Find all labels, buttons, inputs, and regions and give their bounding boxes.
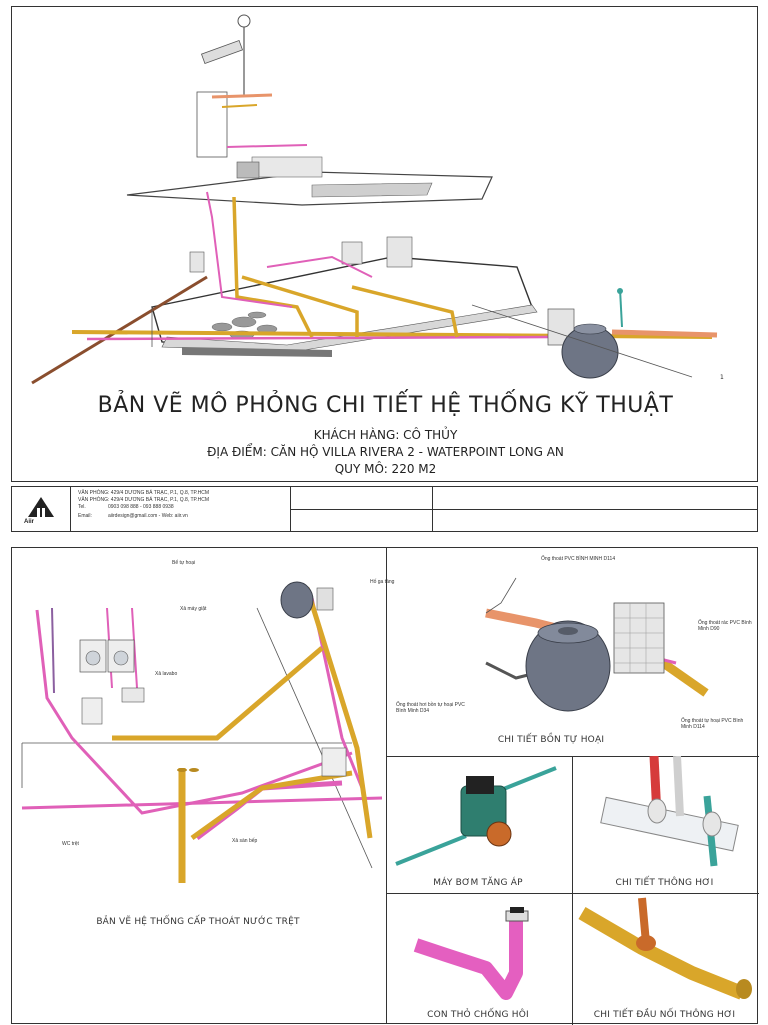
septic-tank-drawing: [485, 577, 709, 712]
cover-scale: QUY MÔ: 220 M2: [334, 462, 437, 476]
vent-drawing: [600, 756, 739, 867]
label-tank: Bể tự hoại: [172, 560, 196, 566]
office-line-2: VĂN PHÒNG: 429/4 DƯƠNG BÁ TRẠC, P.1, Q.8…: [78, 497, 210, 503]
label-wc: WC trệt: [62, 841, 79, 847]
tel-label: Tel.: [78, 504, 86, 510]
detail-sheet: Bể tự hoại Hố ga tầng Xả máy giặt Xả lav…: [11, 547, 759, 1025]
email-label: Email:: [78, 513, 92, 519]
label-floor-drain: Xả sàn bếp: [232, 838, 258, 844]
pump-panel: MÁY BƠM TĂNG ÁP: [386, 756, 573, 894]
pump-caption: MÁY BƠM TĂNG ÁP: [433, 878, 523, 888]
main-panel: Bể tự hoại Hố ga tầng Xả máy giặt Xả lav…: [12, 548, 394, 1023]
main-panel-caption: BẢN VẼ HỆ THỐNG CẤP THOÁT NƯỚC TRỆT: [96, 917, 300, 927]
septic-caption: CHI TIẾT BỒN TỰ HOẠI: [497, 735, 605, 745]
logo-area: Aiir: [12, 487, 71, 531]
company-info: VĂN PHÒNG: 429/4 DƯƠNG BÁ TRẠC, P.1, Q.8…: [70, 487, 291, 531]
vent-joint-drawing: [578, 897, 752, 1000]
trap-drawing: [413, 907, 529, 1000]
vent-panel: CHI TIẾT THÔNG HƠI: [572, 756, 759, 894]
cover-client: KHÁCH HÀNG: CÔ THỦY: [313, 428, 458, 442]
cover-corner-mark: 1: [720, 374, 724, 381]
septic-detail-panel: Ống thoát PVC BÌNH MINH D114 Ống thoát r…: [386, 548, 759, 757]
email-value: aiirdesign@gmail.com - Web: aiir.vn: [108, 513, 188, 519]
logo-text: Aiir: [24, 519, 35, 525]
system-3d-drawing: [31, 14, 718, 385]
vent-joint-panel: CHI TIẾT ĐẦU NỐI THÔNG HƠI: [572, 893, 759, 1025]
cover-sheet: 1 BẢN VẼ MÔ PHỎNG CHI TIẾT HỆ THỐNG KỸ T…: [11, 6, 758, 482]
logo-icon: [28, 497, 54, 517]
label-sink: Xả lavabo: [155, 671, 178, 677]
cover-title: BẢN VẼ MÔ PHỎNG CHI TIẾT HỆ THỐNG KỸ THU…: [97, 393, 674, 418]
title-block: Aiir VĂN PHÒNG: 429/4 DƯƠNG BÁ TRẠC, P.1…: [11, 486, 758, 532]
office-line-1: VĂN PHÒNG: 429/4 DƯƠNG BÁ TRẠC, P.1, Q.8…: [78, 490, 210, 496]
titleblock-divider: [290, 509, 757, 510]
pump-drawing: [395, 766, 557, 866]
ground-floor-pipe-drawing: [21, 581, 383, 883]
vent-joint-caption: CHI TIẾT ĐẦU NỐI THÔNG HƠI: [593, 1010, 736, 1020]
label-washer: Xả máy giặt: [180, 606, 207, 612]
septic-label-left: Ống thoát hơi bồn tự hoại PVC Bình Minh …: [396, 702, 465, 714]
vent-caption: CHI TIẾT THÔNG HƠI: [615, 878, 714, 888]
trap-panel: CON THỎ CHỐNG HÔI: [386, 893, 573, 1025]
septic-label-bottom: Ống thoát tự hoại PVC Bình Minh D114: [681, 718, 744, 730]
label-septic-chamber: Hố ga tầng: [370, 579, 395, 585]
cover-location: ĐỊA ĐIỂM: CĂN HỘ VILLA RIVERA 2 - WATERP…: [207, 445, 564, 459]
trap-caption: CON THỎ CHỐNG HÔI: [427, 1010, 529, 1020]
titleblock-cell: [432, 487, 433, 531]
tel-value: 0903 098 888 - 093 888 0938: [108, 504, 174, 510]
septic-label-top: Ống thoát PVC BÌNH MINH D114: [541, 556, 616, 562]
septic-label-right: Ống thoát rác PVC Bình Minh D90: [698, 620, 752, 632]
